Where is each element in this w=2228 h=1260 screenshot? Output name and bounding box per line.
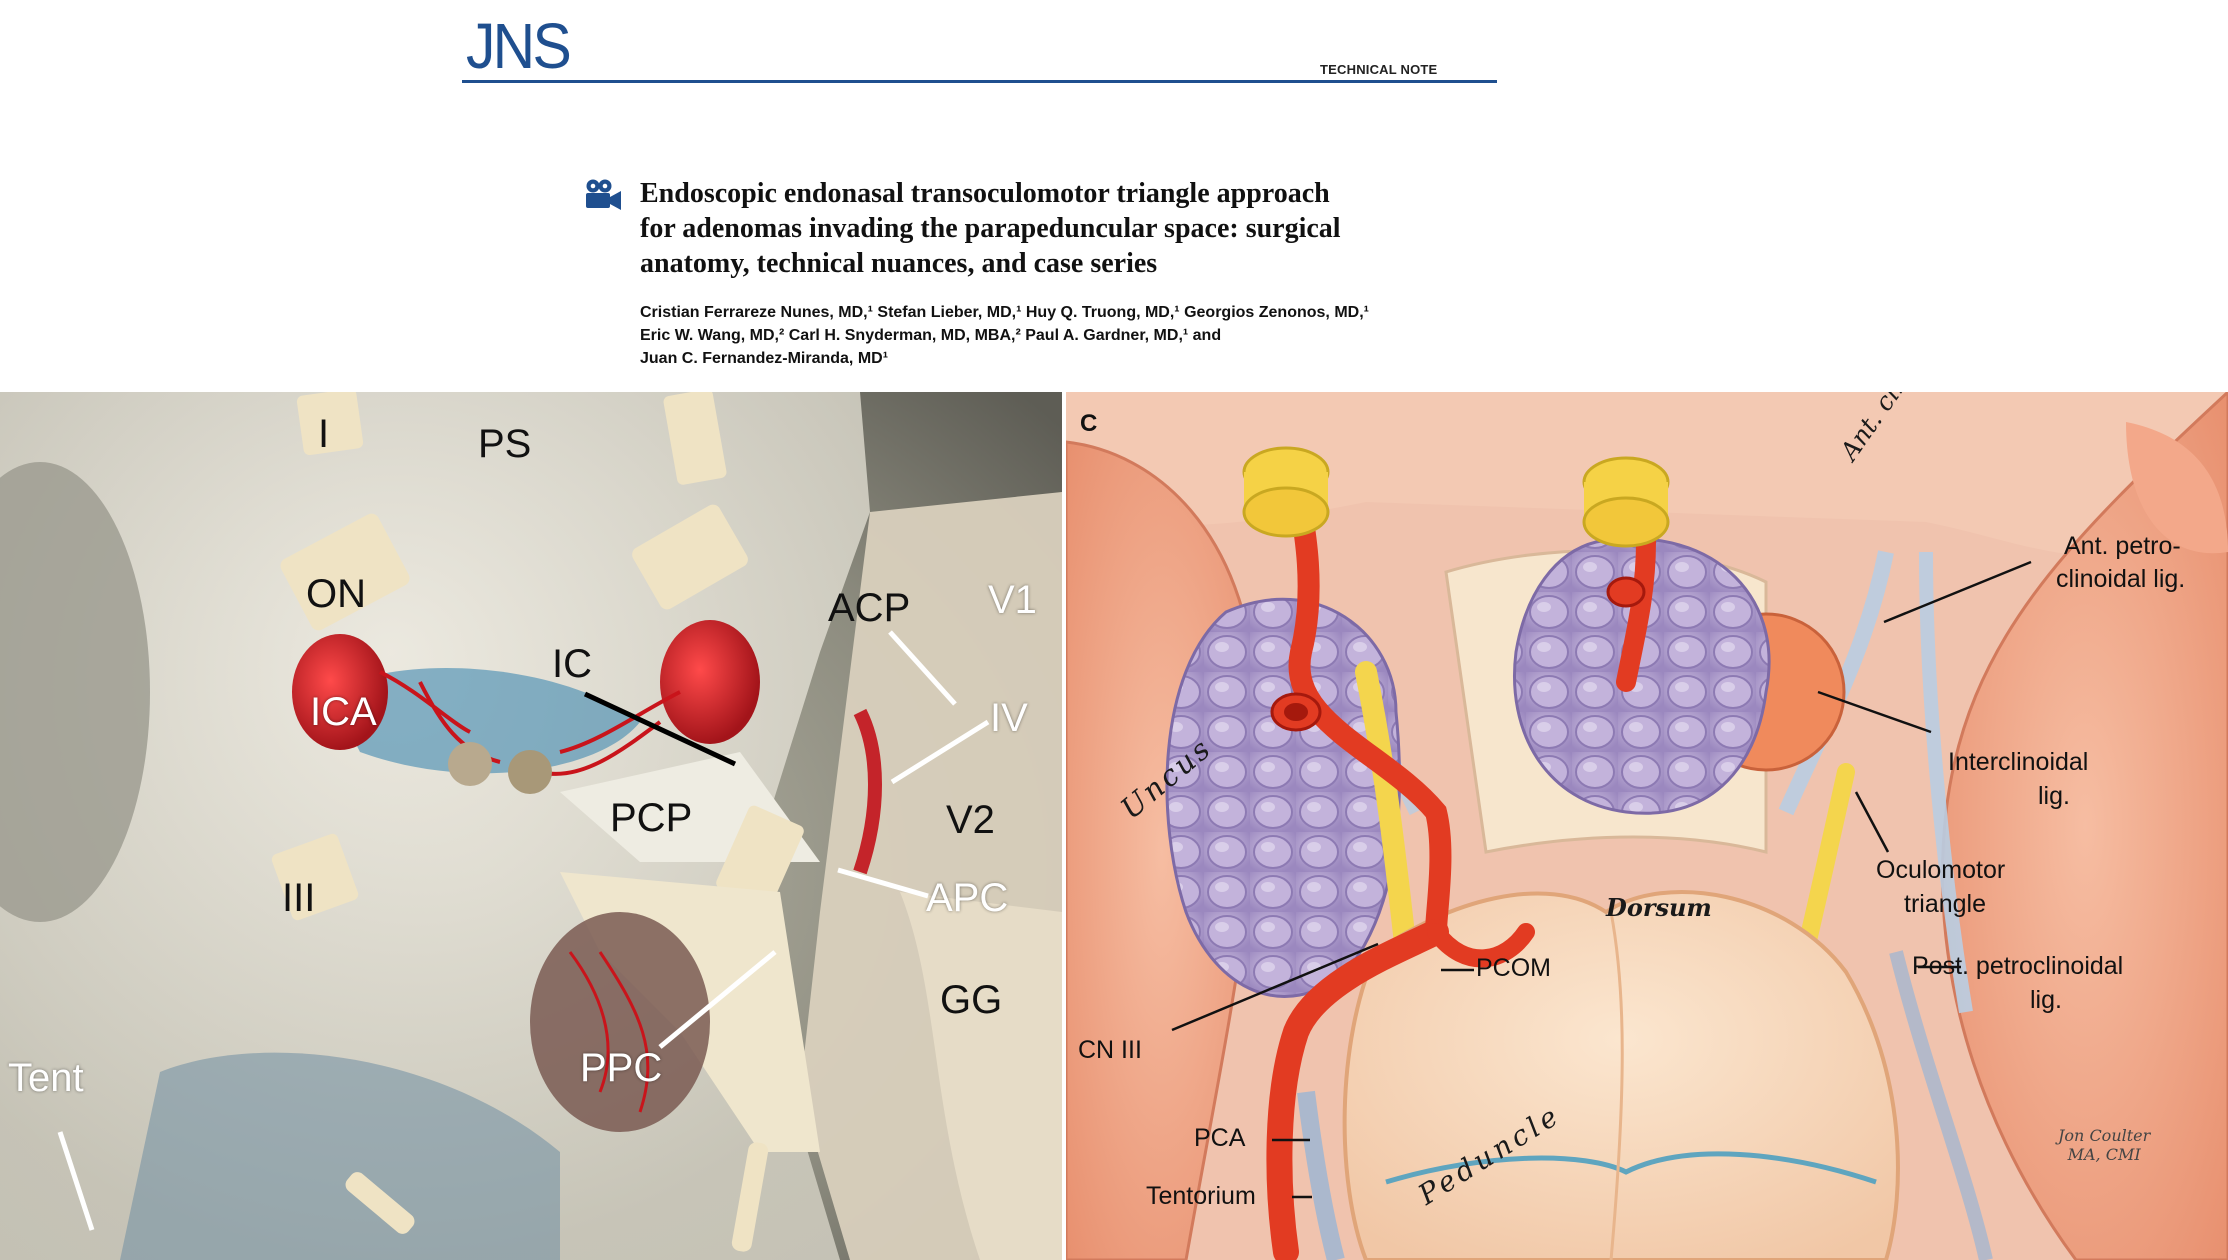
label-oculomotor-2: triangle (1904, 890, 1986, 918)
label-cn3: CN III (1078, 1036, 1142, 1064)
label-post-petroclinoidal-1: Post. petroclinoidal (1912, 952, 2124, 980)
author-list: Cristian Ferrareze Nunes, MD,¹ Stefan Li… (640, 301, 1520, 370)
label-PCP: PCP (610, 796, 693, 840)
label-ACP: ACP (828, 586, 911, 630)
label-PPC: PPC (580, 1046, 663, 1090)
pointer-line (57, 1131, 95, 1231)
pointer-line (837, 867, 929, 899)
label-ant-petroclinoidal-2: clinoidal lig. (2056, 565, 2186, 593)
label-GG: GG (940, 978, 1003, 1022)
leader-line (1171, 942, 1379, 1032)
pointer-line (658, 950, 777, 1049)
label-tentorium: Tentorium (1146, 1182, 1256, 1210)
panel-letter: C (1080, 410, 1098, 437)
pointer-line (583, 691, 737, 767)
author-line: Juan C. Fernandez-Miranda, MD¹ (640, 350, 889, 367)
author-line: Cristian Ferrareze Nunes, MD,¹ Stefan Li… (640, 304, 1369, 321)
label-ant-petroclinoidal-1: Ant. petro- (2064, 532, 2181, 560)
title-line: Endoscopic endonasal transoculomotor tri… (640, 178, 1330, 209)
article-title: Endoscopic endonasal transoculomotor tri… (640, 176, 1520, 281)
leader-line (1883, 560, 2032, 624)
video-camera-icon (586, 179, 621, 210)
label-interclinoidal-2: lig. (2038, 782, 2070, 810)
header-rule (462, 80, 1497, 83)
title-line: anatomy, technical nuances, and case ser… (640, 248, 1158, 279)
label-pcom: PCOM (1476, 954, 1551, 982)
label-dorsum: Dorsum (1606, 893, 1712, 922)
label-Tent: Tent (8, 1056, 84, 1100)
dissection-photo (0, 392, 1062, 1260)
journal-logo: JNS (466, 10, 572, 82)
label-PS: PS (478, 422, 532, 466)
section-tag: TECHNICAL NOTE (1320, 62, 1438, 77)
label-pca: PCA (1194, 1124, 1246, 1152)
signature-line: Jon Coulter (2058, 1126, 2151, 1145)
illustration-drawing (1066, 392, 2228, 1260)
author-line: Eric W. Wang, MD,² Carl H. Snyderman, MD… (640, 327, 1222, 344)
label-V2: V2 (946, 798, 995, 842)
title-line: for adenomas invading the parapeduncular… (640, 213, 1341, 244)
label-ON: ON (306, 572, 366, 616)
pointer-line (890, 719, 990, 785)
label-IC: IC (552, 642, 592, 686)
anatomical-illustration-figure: C Ant. clinoid Ant. petro- clinoidal lig… (1066, 392, 2228, 1260)
label-IV: IV (990, 696, 1028, 740)
leader-line (1817, 690, 1932, 734)
label-post-petroclinoidal-2: lig. (2030, 986, 2062, 1014)
pointer-line (888, 630, 957, 706)
label-I: I (318, 412, 330, 456)
label-III: III (282, 876, 316, 920)
signature-line: MA, CMI (2067, 1145, 2141, 1164)
leader-line (1854, 791, 1890, 853)
label-oculomotor-1: Oculomotor (1876, 856, 2006, 884)
label-ICA: ICA (310, 690, 377, 734)
cadaveric-dissection-figure: I PS ON ICA IC ACP V1 IV V2 PCP III APC … (0, 392, 1062, 1260)
label-V1: V1 (988, 578, 1037, 622)
label-APC: APC (926, 876, 1009, 920)
illustrator-signature: Jon Coulter MA, CMI (2058, 1126, 2150, 1164)
label-interclinoidal-1: Interclinoidal (1948, 748, 2089, 776)
